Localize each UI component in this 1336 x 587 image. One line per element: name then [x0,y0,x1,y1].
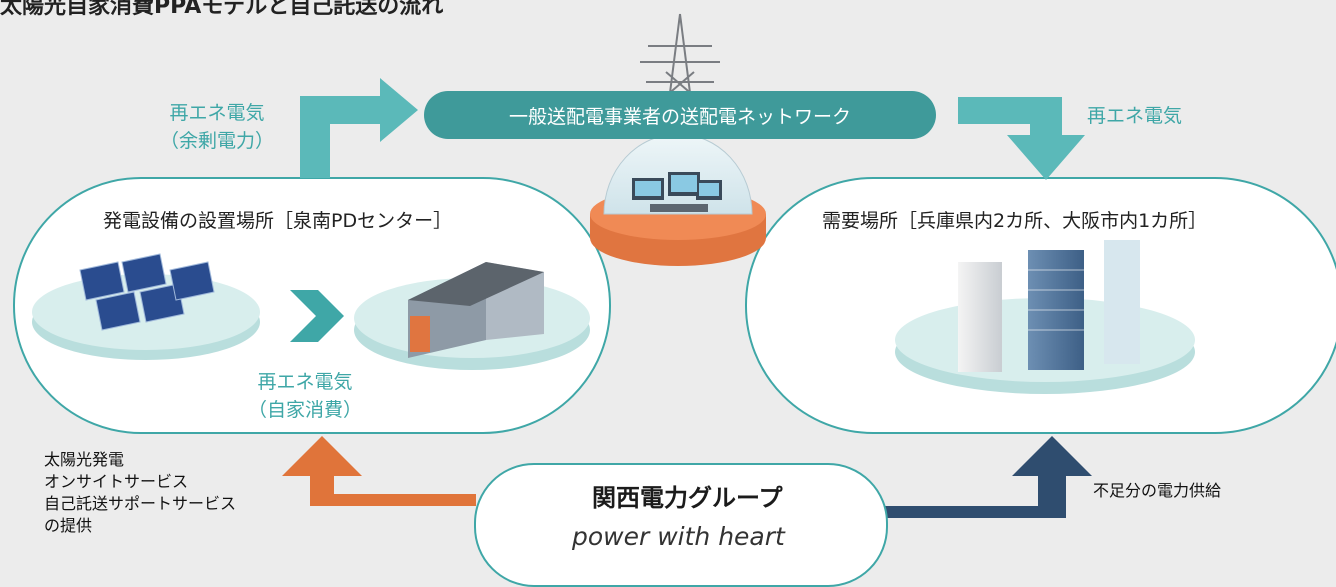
chevron-right-icon [290,290,344,342]
page-title: 太陽光自家消費PPAモデルと自己託送の流れ [0,0,444,19]
self-line2: （自家消費） [248,399,363,421]
surplus-line1: 再エネ電気 [169,102,265,124]
control-room-icon [590,133,766,266]
right-down-arrow [958,97,1085,180]
solar-panels-icon [32,253,260,360]
office-buildings-icon [895,240,1195,394]
kansai-group-name: 関西電力グループ [592,484,783,512]
services-line: 自己託送サポートサービス [44,494,237,513]
orange-arrow [282,436,476,506]
surplus-line2: （余剰電力） [160,130,275,152]
navy-arrow [882,436,1092,518]
shortfall-label: 不足分の電力供給 [1093,481,1222,500]
services-line: 太陽光発電 [44,450,125,469]
kansai-slogan: power with heart [572,522,785,551]
self-consumption-label: 再エネ電気 （自家消費） [248,368,362,424]
services-text: 太陽光発電 オンサイトサービス 自己託送サポートサービス の提供 [44,449,236,537]
services-line: オンサイトサービス [44,472,189,491]
network-label: 一般送配電事業者の送配電ネットワーク [508,105,851,128]
demand-site-title: 需要場所［兵庫県内2カ所、大阪市内1カ所］ [822,210,1208,232]
services-line: の提供 [44,516,93,535]
generation-site-title: 発電設備の設置場所［泉南PDセンター］ [103,210,453,232]
network-pill: 一般送配電事業者の送配電ネットワーク [424,91,936,139]
renewable-electricity-label: 再エネ電気 [1087,105,1183,127]
surplus-electricity-label: 再エネ電気 （余剰電力） [160,99,274,155]
self-line1: 再エネ電気 [257,371,353,393]
factory-icon [354,262,590,370]
left-up-arrow [300,78,418,178]
diagram-graphics [13,13,1336,518]
